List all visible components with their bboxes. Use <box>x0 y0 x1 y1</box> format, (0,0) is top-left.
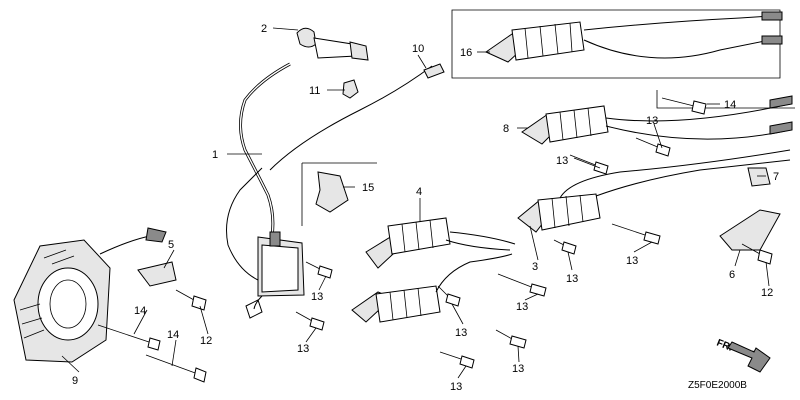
charge-coil-4 <box>351 217 516 323</box>
callout-16: 16 <box>460 47 472 59</box>
charge-coil-8 <box>521 95 793 145</box>
wire-clip-11 <box>342 79 359 99</box>
callout-7: 7 <box>773 171 779 183</box>
bolt-14-upper <box>661 97 707 115</box>
direction-label: FR. <box>715 338 734 354</box>
callout-12-right: 12 <box>761 287 773 299</box>
inset-frame-16 <box>451 9 781 79</box>
callout-5: 5 <box>168 239 174 251</box>
screw-12-right <box>741 243 773 265</box>
callout-13: 13 <box>556 155 568 167</box>
callout-13: 13 <box>455 327 467 339</box>
callout-3: 3 <box>532 261 538 273</box>
callout-1: 1 <box>212 149 218 161</box>
callout-13: 13 <box>646 115 658 127</box>
stator-9 <box>13 227 167 363</box>
bracket-15 <box>315 171 349 213</box>
callout-14-lower-b: 14 <box>167 329 179 341</box>
bracket-plate-6 <box>719 209 781 251</box>
callout-13: 13 <box>566 273 578 285</box>
diagram-code: Z5F0E2000B <box>688 380 747 391</box>
spark-plug-cap <box>296 27 369 61</box>
callout-9: 9 <box>72 375 78 387</box>
callout-14-lower-a: 14 <box>134 305 146 317</box>
callout-12-left: 12 <box>200 335 212 347</box>
callout-13: 13 <box>512 363 524 375</box>
callout-13: 13 <box>311 291 323 303</box>
callout-13: 13 <box>450 381 462 393</box>
callout-15: 15 <box>362 182 374 194</box>
inset-frame-14 <box>656 90 795 109</box>
inset-frame-15 <box>301 162 377 226</box>
callout-14-upper: 14 <box>724 99 736 111</box>
ground-wire-10 <box>269 65 433 171</box>
screw-12-left <box>175 289 207 311</box>
bolt-13-group <box>295 137 671 369</box>
callout-4: 4 <box>416 186 422 198</box>
bolt-14-lower-a <box>97 324 161 351</box>
callout-2: 2 <box>261 23 267 35</box>
callout-13: 13 <box>516 301 528 313</box>
clip-7 <box>747 167 771 187</box>
charge-coil-16 <box>484 11 783 63</box>
callout-11: 11 <box>309 85 320 97</box>
bolt-14-lower-b <box>145 354 207 383</box>
callout-10: 10 <box>412 43 424 55</box>
cord-clamp-5 <box>137 261 177 287</box>
callout-13: 13 <box>297 343 309 355</box>
ignition-coil <box>226 62 305 319</box>
callout-6: 6 <box>729 269 735 281</box>
direction-arrow <box>727 341 771 373</box>
callout-13: 13 <box>626 255 638 267</box>
callout-8: 8 <box>503 123 509 135</box>
leader-lines <box>61 27 770 379</box>
terminal-10 <box>423 63 445 79</box>
